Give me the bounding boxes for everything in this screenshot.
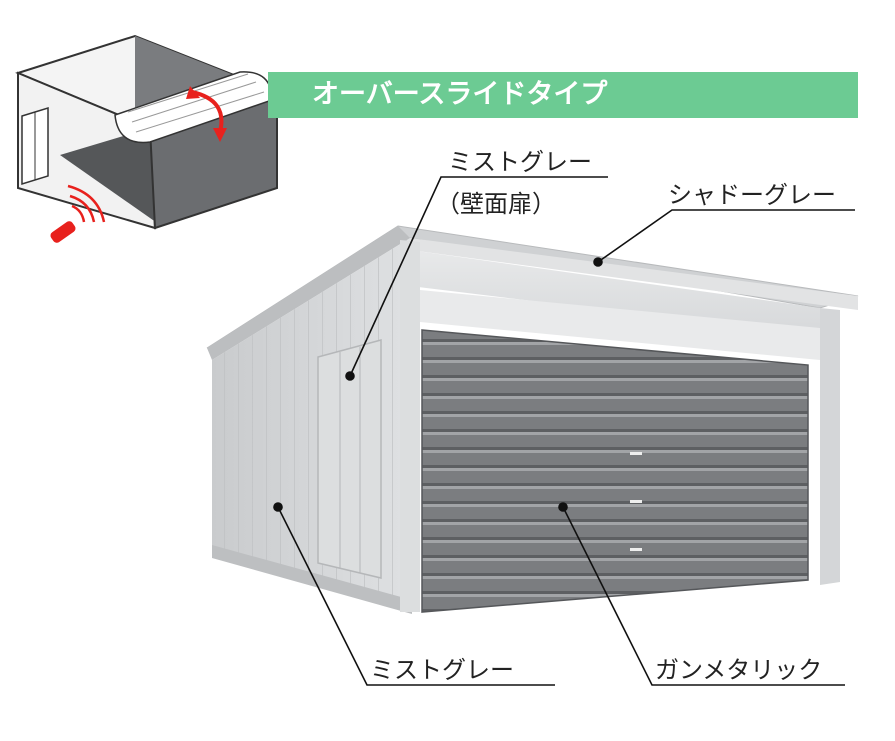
roof-color-label: シャドーグレー bbox=[668, 181, 836, 209]
door-color-label: ミストグレー bbox=[448, 148, 592, 176]
type-banner-title: オーバースライドタイプ bbox=[312, 79, 608, 110]
motion-arrow-icon bbox=[191, 90, 224, 133]
type-banner bbox=[268, 72, 858, 118]
remote-control-icon bbox=[50, 184, 106, 243]
garage-cutaway-icon bbox=[15, 34, 281, 243]
door-note-label: （壁面扉） bbox=[436, 190, 556, 218]
shutter-color-label: ガンメタリック bbox=[655, 656, 823, 684]
wall-color-label: ミストグレー bbox=[370, 656, 514, 684]
leader-lines bbox=[273, 176, 855, 686]
garage-illustration bbox=[206, 225, 859, 614]
